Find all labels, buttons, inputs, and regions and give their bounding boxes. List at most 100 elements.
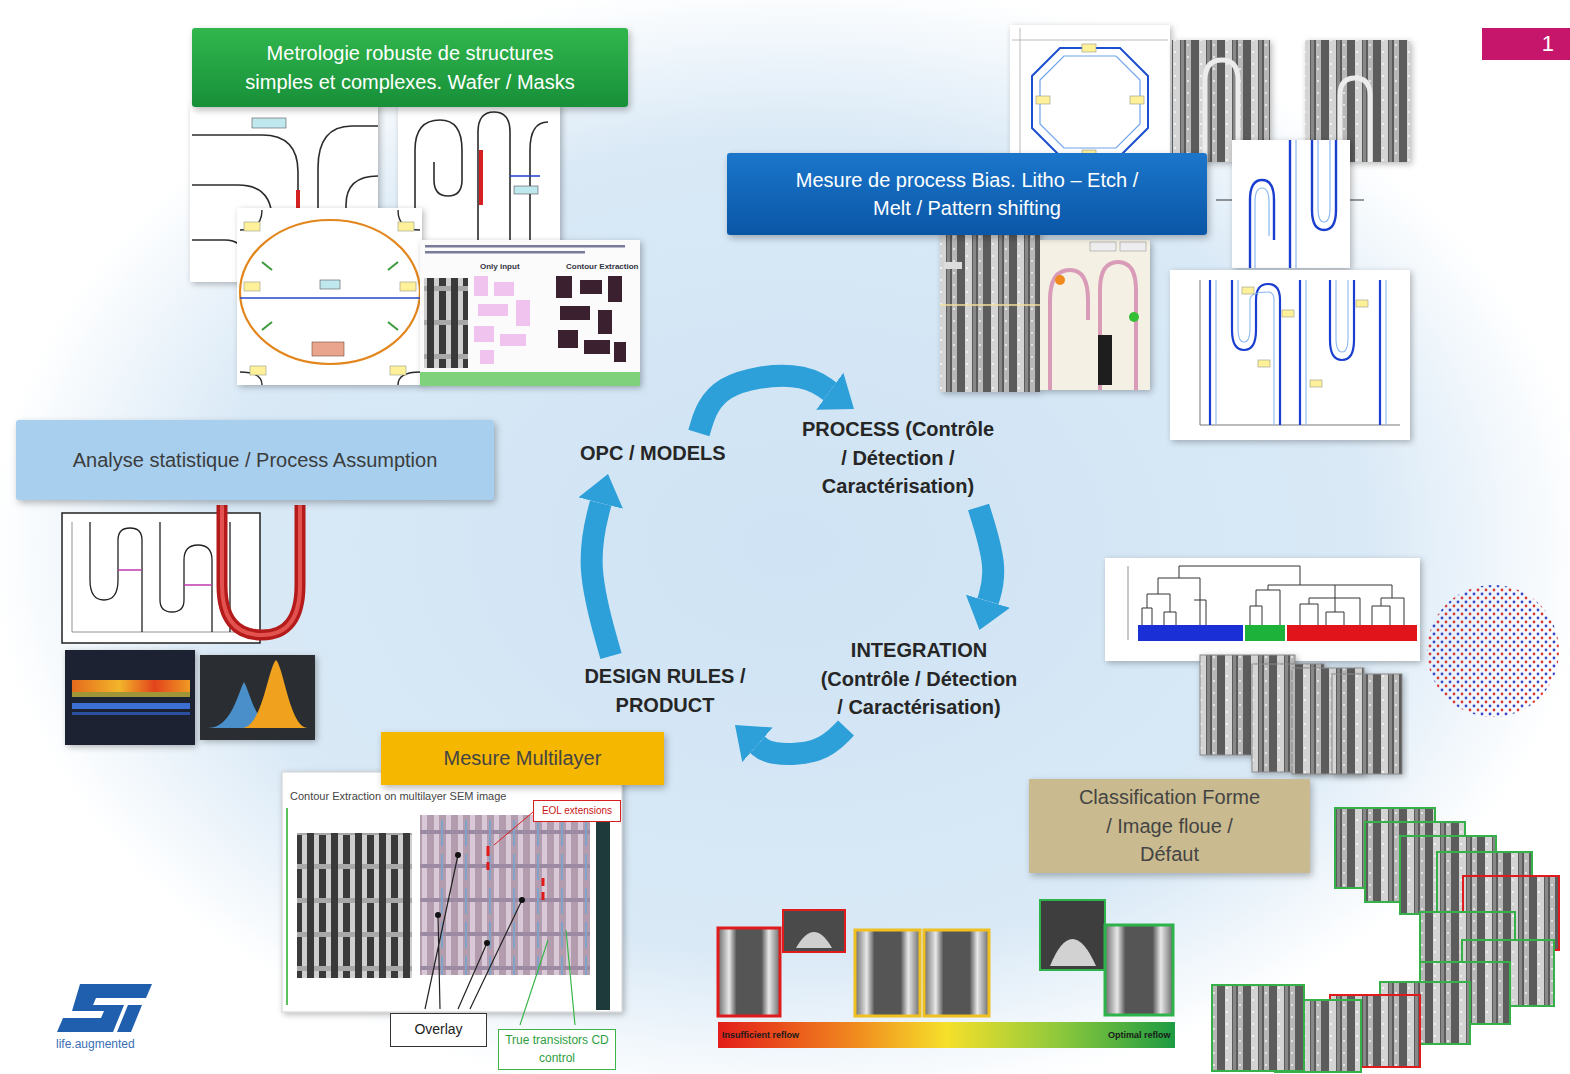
classification-collage [1105, 558, 1559, 774]
process-bias-collage [1120, 242, 1146, 251]
statistics-collage [62, 505, 315, 745]
arrowhead-def [592, 376, 994, 754]
metrology-collage [516, 300, 530, 326]
cycle-arrow [699, 376, 830, 433]
multilayer-collage [297, 833, 412, 978]
process-bias-collage [940, 232, 1040, 392]
node-text: INTEGRATION (Contrôle / Détection / Cara… [818, 636, 1020, 721]
metrology-collage [250, 366, 266, 375]
statistics-collage [65, 650, 195, 745]
classification-collage [1332, 674, 1402, 774]
statistics-collage [222, 505, 300, 635]
process-bias-collage [1012, 28, 1168, 168]
multilayer-collage [520, 930, 575, 1025]
callout-box: True transistors CD control [498, 1029, 616, 1070]
topic-box: Analyse statistique / Process Assumption [16, 420, 494, 500]
company-logo [57, 984, 152, 1032]
sem-image-cascade [1212, 985, 1304, 1071]
annotation-label: Contour Extraction [566, 262, 638, 272]
metrology-collage [240, 297, 420, 299]
metrology-collage [415, 112, 548, 246]
metrology-collage [240, 210, 420, 385]
multilayer-collage [282, 772, 622, 1012]
metrology-collage [500, 334, 526, 346]
process-bias-collage [1216, 280, 1386, 425]
process-bias-collage [1282, 310, 1294, 317]
multilayer-collage [596, 800, 610, 1010]
process-bias-collage [1082, 44, 1096, 52]
process-bias-collage [1090, 242, 1116, 251]
process-bias-collage [1356, 300, 1368, 307]
metrology-collage [244, 222, 260, 231]
metrology-collage [510, 175, 540, 177]
process-bias-collage [1255, 140, 1330, 268]
metrology-collage [398, 222, 414, 231]
node-text: OPC / MODELS [580, 439, 726, 467]
metrology-collage [580, 280, 602, 294]
page-number: 1 [1482, 28, 1570, 60]
cycle-arrow [757, 728, 846, 754]
metrology-collage [598, 310, 612, 334]
process-bias-collage [1210, 280, 1380, 425]
metrology-collage [474, 326, 494, 342]
node-text: Mesure de process Bias. Litho – Etch / M… [786, 166, 1148, 223]
process-bias-collage [1130, 96, 1144, 104]
metrology-collage [514, 186, 538, 194]
cycle-arrow [592, 503, 611, 656]
node-text: True transistors CD control [505, 1032, 609, 1066]
cycle-step: INTEGRATION (Contrôle / Détection / Cara… [811, 634, 1027, 724]
sem-image-cascade [1212, 808, 1559, 1072]
process-bias-collage [1216, 199, 1364, 200]
annotation-label: Insufficient reflow [722, 1030, 799, 1041]
statistics-collage [242, 660, 308, 728]
metrology-collage [558, 330, 578, 348]
metrology-collage [479, 150, 483, 205]
node-text: Metrologie robuste de structures simples… [237, 39, 583, 96]
statistics-collage [72, 703, 190, 709]
process-bias-collage [1200, 280, 1400, 425]
process-bias-collage [1232, 140, 1350, 268]
metrology-collage [608, 276, 622, 302]
cycle-step: DESIGN RULES / PRODUCT [573, 660, 757, 721]
node-text: DESIGN RULES / PRODUCT [580, 662, 750, 719]
process-bias-collage [1082, 150, 1096, 158]
classification-collage [1128, 566, 1129, 640]
multilayer-collage [455, 852, 461, 858]
node-text: Mesure Multilayer [391, 744, 654, 772]
multilayer-collage [286, 808, 288, 1005]
node-text: Analyse statistique / Process Assumption [30, 446, 480, 474]
reflow-strip [1040, 900, 1105, 970]
multilayer-collage [425, 855, 522, 1009]
multilayer-collage [282, 772, 622, 1025]
callout-box: EOL extensions [533, 800, 621, 822]
multilayer-collage [484, 940, 490, 946]
metrology-collage [400, 282, 416, 291]
metrology-collage [244, 282, 260, 291]
multilayer-collage [488, 846, 543, 900]
topic-box: Mesure Multilayer [381, 732, 664, 785]
cycle-arrow [979, 507, 994, 601]
classification-collage [1138, 625, 1243, 641]
classification-collage [1105, 558, 1420, 661]
metrology-collage [480, 350, 494, 364]
process-bias-collage [1032, 48, 1148, 156]
metrology-collage [478, 304, 508, 316]
process-bias-collage [944, 262, 962, 269]
metrology-collage [398, 104, 560, 246]
reflow-strip [718, 900, 1175, 1048]
process-bias-collage [1310, 380, 1322, 387]
classification-collage [1427, 585, 1559, 717]
process-bias-collage [1129, 312, 1139, 322]
process-bias-collage [1040, 56, 1140, 148]
reflow-strip [718, 928, 780, 1016]
process-bias-collage [1036, 96, 1050, 104]
metrology-collage [262, 262, 398, 330]
reflow-strip [924, 930, 989, 1016]
process-bias-collage [1242, 287, 1254, 294]
process-bias-collage [1055, 275, 1065, 285]
metrology-collage [190, 104, 640, 386]
